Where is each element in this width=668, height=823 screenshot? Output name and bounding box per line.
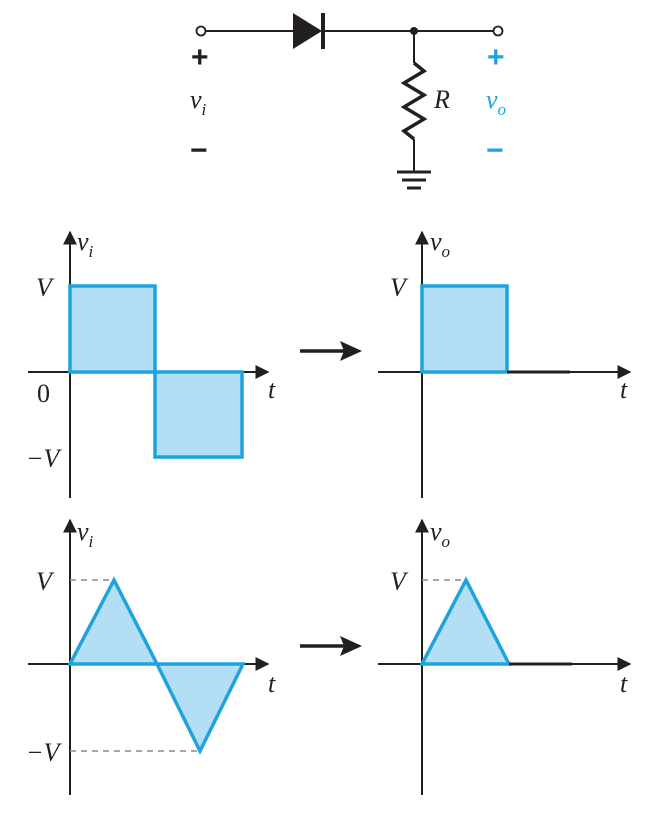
v-level-label: V (390, 567, 409, 596)
y-axis-label: vo (430, 227, 450, 261)
input-plus-sign: + (191, 41, 209, 74)
y-axis-label: vi (77, 227, 94, 261)
v-level-label: V (390, 273, 409, 302)
ground-icon (397, 170, 431, 190)
diode-icon (293, 13, 322, 49)
input-minus-sign: − (190, 134, 208, 167)
v-level-label: V (36, 273, 55, 302)
input-terminal (195, 25, 207, 37)
negative-triangle (154, 662, 246, 755)
positive-triangle (419, 576, 512, 666)
positive-half-pulse (68, 284, 157, 374)
x-axis-label: t (620, 375, 628, 404)
resistor-icon (400, 61, 428, 141)
negative-half-pulse (153, 370, 244, 459)
resistor-label: R (433, 85, 450, 114)
triangle-input-graph: vi t V −V (26, 517, 276, 795)
positive-triangle (67, 576, 160, 666)
square-output-graph: vo t V (378, 227, 632, 498)
v-level-label: V (36, 567, 55, 596)
neg-v-level-label: −V (26, 444, 63, 473)
y-axis-label: vo (430, 517, 450, 551)
input-voltage-label: vi (190, 85, 207, 119)
x-axis-label: t (620, 669, 628, 698)
circuit: + − vi R + − vo (190, 13, 506, 190)
origin-label: 0 (37, 379, 50, 408)
neg-v-level-label: −V (26, 738, 63, 767)
output-plus-sign: + (487, 41, 505, 74)
arrow-icon (300, 636, 362, 656)
x-axis-label: t (268, 375, 276, 404)
output-minus-sign: − (486, 134, 504, 167)
triangle-output-graph: vo t V (378, 517, 632, 795)
square-input-graph: vi t V −V 0 (26, 227, 276, 498)
output-terminal (492, 25, 504, 37)
arrow-icon (300, 341, 362, 361)
x-axis-label: t (268, 669, 276, 698)
positive-half-pulse (420, 284, 509, 374)
output-voltage-label: vo (486, 85, 506, 119)
y-axis-label: vi (77, 517, 94, 551)
